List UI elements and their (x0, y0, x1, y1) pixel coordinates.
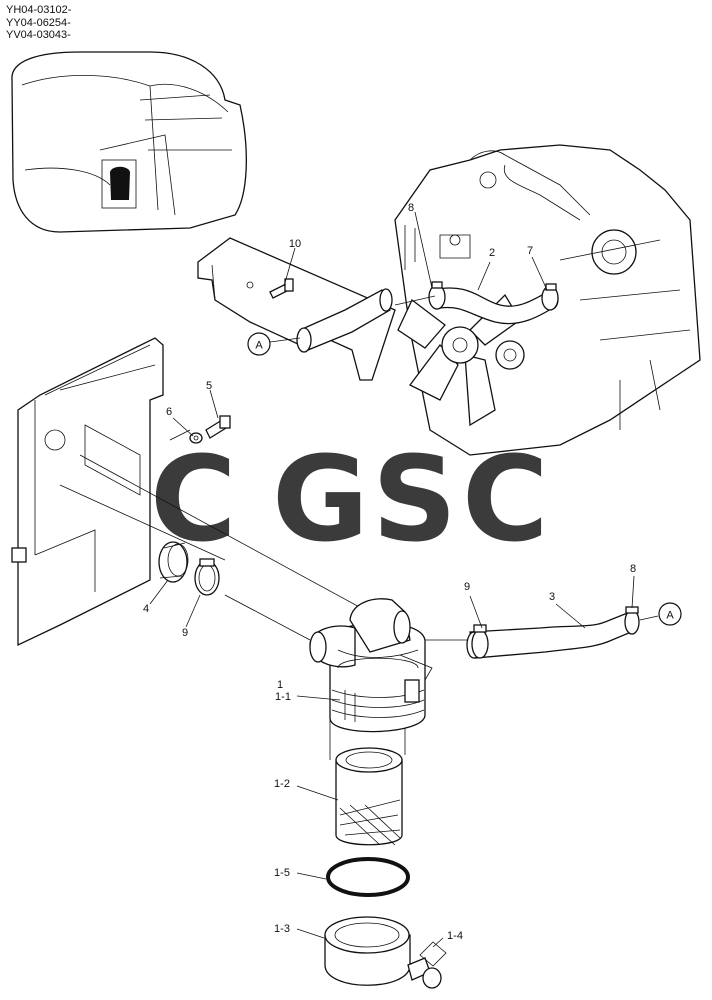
callout-4: 4 (143, 603, 149, 615)
callout-1: 1 (277, 679, 283, 691)
reference-marker-a-right: A (658, 602, 682, 626)
serial-line-3: YV04-03043- (6, 29, 71, 41)
bolt-5 (205, 415, 231, 439)
watermark-letter-1: C (150, 430, 237, 568)
callout-8-right: 8 (630, 563, 636, 575)
cgsc-watermark: C G S C (150, 430, 549, 568)
callout-1-1: 1-1 (275, 691, 291, 703)
serial-number-block: YH04-03102- YY04-06254- YV04-03043- (6, 4, 71, 42)
callout-9-right: 9 (464, 581, 470, 593)
callout-1-4: 1-4 (447, 930, 463, 942)
ref-a-left-label: A (255, 340, 263, 352)
serial-line-1: YH04-03102- (6, 4, 72, 16)
clamp-8-right (624, 606, 640, 635)
clamp-7 (541, 283, 559, 311)
vacuator-valve-1-4 (407, 941, 447, 989)
callout-5: 5 (206, 380, 212, 392)
callout-leaders (149, 211, 635, 948)
elbow-pipe-a (296, 288, 393, 353)
watermark-letter-2: G (272, 430, 369, 568)
air-cleaner-assembly-1 (309, 598, 433, 733)
ref-a-right-label: A (666, 610, 674, 622)
clamp-9-right (471, 624, 489, 659)
hose-3 (466, 611, 637, 659)
watermark-letter-3: S (372, 430, 457, 568)
callout-9-left: 9 (182, 627, 188, 639)
dust-cup-1-3 (324, 916, 411, 986)
filter-element-1-2 (335, 747, 403, 846)
seal-4 (158, 541, 189, 583)
callout-8-top: 8 (408, 202, 414, 214)
callout-7: 7 (527, 245, 533, 257)
callout-1-3: 1-3 (274, 923, 290, 935)
callout-1-2: 1-2 (274, 778, 290, 790)
side-frame-panel (11, 337, 164, 647)
callout-10: 10 (289, 238, 301, 250)
leader-to-ref-a-right (639, 615, 659, 621)
machine-overview-thumbnail (11, 51, 247, 233)
callout-labels: 10 8 2 7 5 6 4 9 1 1-1 1-2 1-5 1-3 1-4 9… (143, 202, 636, 942)
reference-marker-a-left: A (247, 332, 301, 356)
o-ring-1-5 (326, 857, 410, 897)
clamp-9-left (194, 558, 220, 596)
callout-3: 3 (549, 591, 555, 603)
serial-line-2: YY04-06254- (6, 16, 71, 29)
bolt-10 (269, 278, 294, 299)
callout-2: 2 (489, 247, 495, 259)
callout-1-5: 1-5 (274, 867, 290, 879)
watermark-letter-4: C (462, 430, 549, 568)
leader-bracket-to-hose (394, 295, 436, 306)
callout-6: 6 (166, 406, 172, 418)
